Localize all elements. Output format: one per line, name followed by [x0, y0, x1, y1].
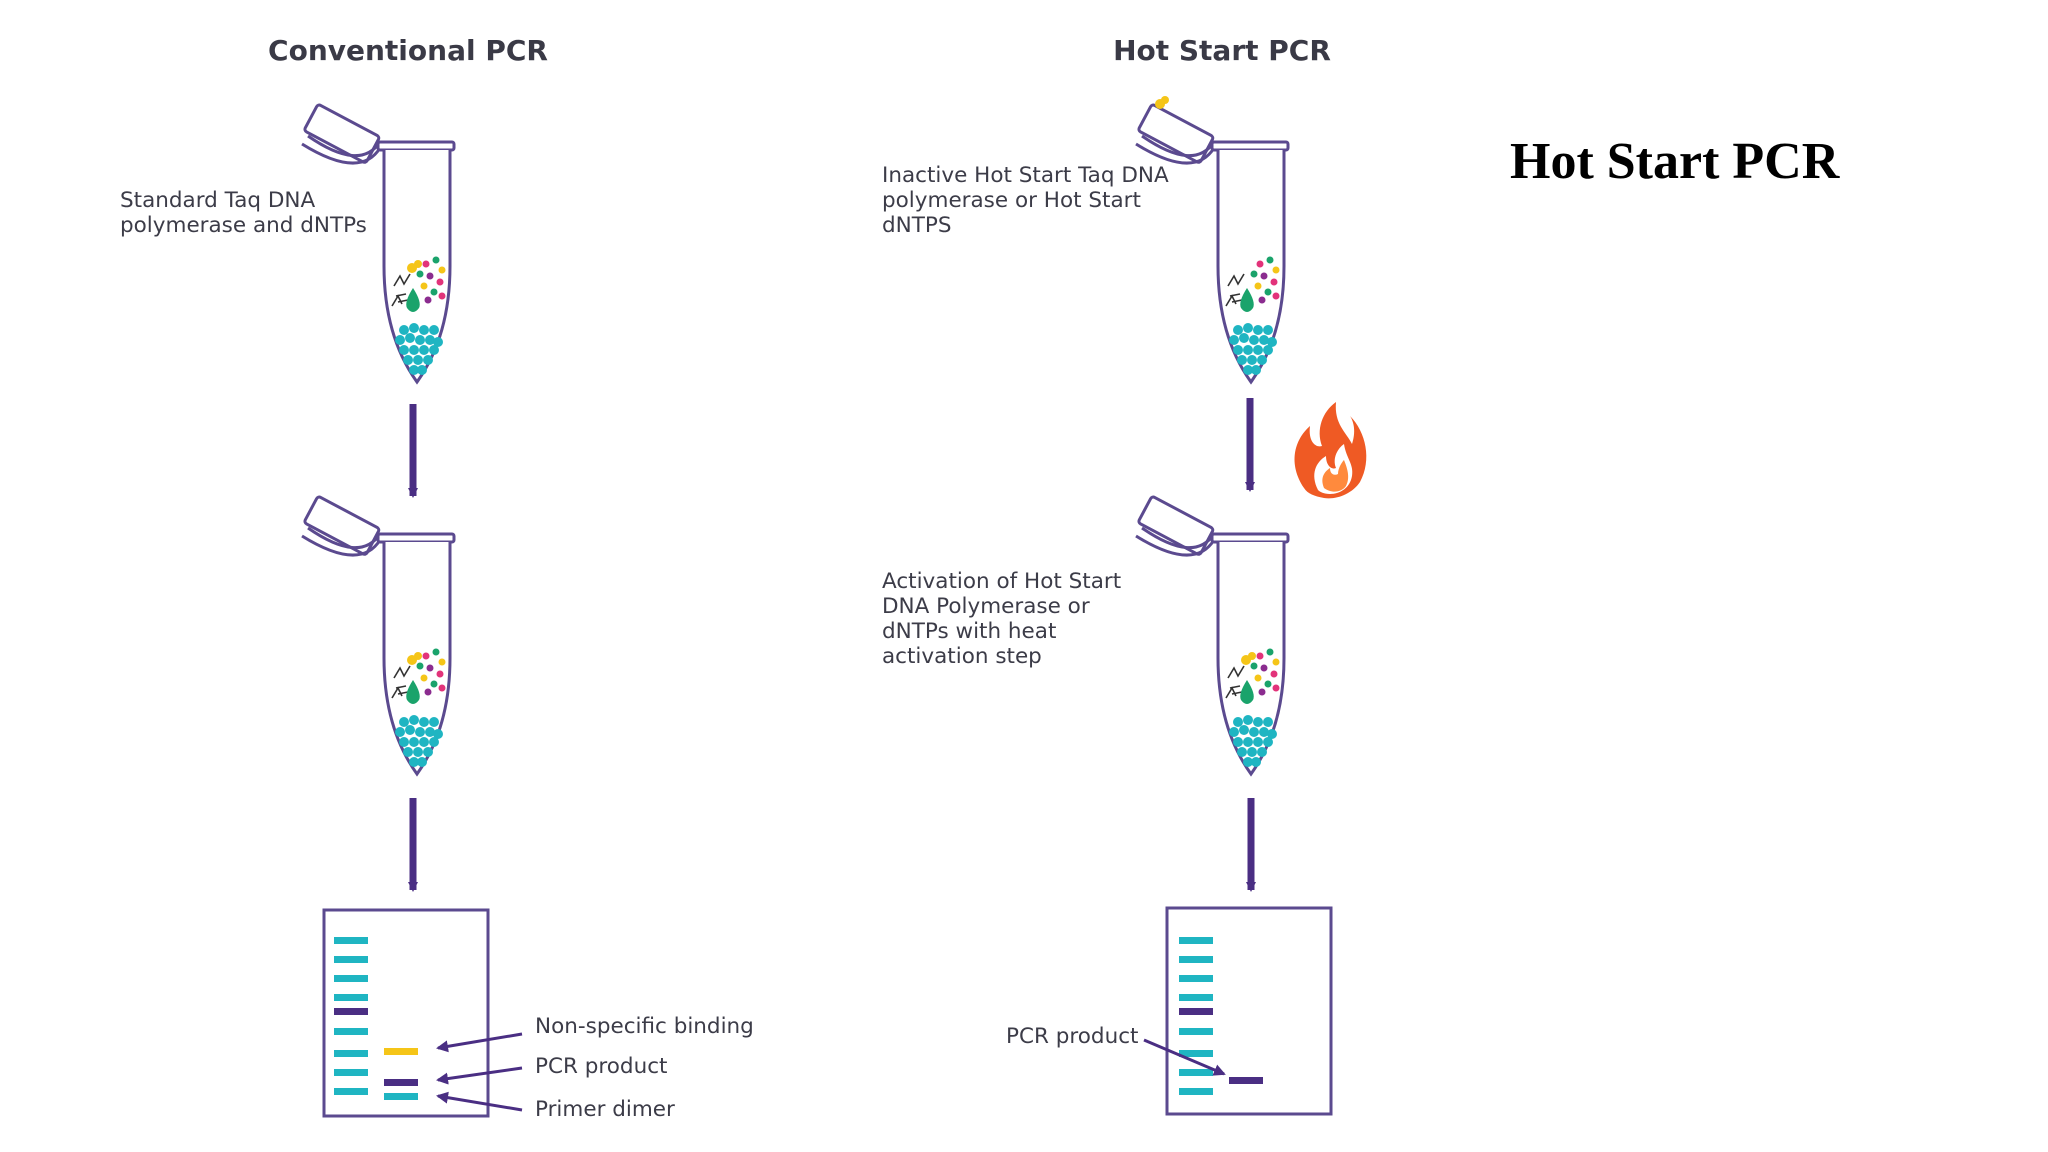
pcr-product-band	[384, 1079, 418, 1086]
hotstart-gel-ladder	[1179, 937, 1213, 1095]
conventional-gel	[322, 908, 490, 1118]
hotstart-gel	[1165, 906, 1333, 1116]
hotstart-tube-2-label-line-2: DNA Polymerase or	[882, 594, 1090, 619]
conventional-heading: Conventional PCR	[268, 34, 548, 67]
hotstart-tube-2-label-line-3: dNTPs with heat	[882, 619, 1056, 644]
conventional-gel-ladder	[334, 937, 368, 1095]
hotstart-tube-1-label-line-3: dNTPS	[882, 213, 951, 238]
conventional-tube-1	[300, 102, 456, 384]
slide-title: Hot Start PCR	[1510, 133, 1840, 190]
hotstart-tube-2	[1134, 494, 1290, 776]
hotstart-tube-2-label-line-1: Activation of Hot Start	[882, 569, 1121, 594]
nonspecific-pointer	[436, 1032, 523, 1053]
primer-dimer-pointer	[436, 1091, 523, 1112]
conventional-tube-1-label-line-1: Standard Taq DNA	[120, 188, 316, 213]
hotstart-tube-1-label-line-2: polymerase or Hot Start	[882, 188, 1141, 213]
primer-dimer-label: Primer dimer	[535, 1097, 675, 1122]
nonspecific-band	[384, 1048, 418, 1055]
nonspecific-label: Non-specific binding	[535, 1014, 754, 1039]
conventional-tube-1-label-line-2: polymerase and dNTPs	[120, 213, 367, 238]
flame-icon	[1294, 402, 1367, 499]
hotstart-product-band	[1229, 1077, 1263, 1084]
product-pointer	[436, 1066, 523, 1085]
conventional-tube-2	[300, 494, 456, 776]
hotstart-product-label: PCR product	[1006, 1024, 1138, 1049]
hotstart-product-pointer	[1143, 1038, 1226, 1076]
hotstart-heading: Hot Start PCR	[1113, 34, 1331, 67]
hotstart-tube-1-label-line-1: Inactive Hot Start Taq DNA	[882, 163, 1169, 188]
hotstart-tube-2-label-line-4: activation step	[882, 644, 1042, 669]
conventional-product-label: PCR product	[535, 1054, 667, 1079]
primer-dimer-band	[384, 1093, 418, 1100]
hotstart-tube-1	[1134, 96, 1290, 384]
